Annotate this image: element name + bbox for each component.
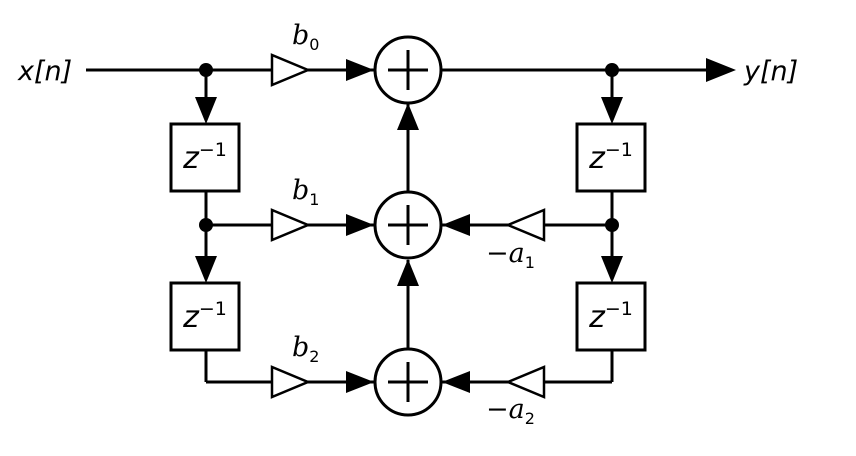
arrowheads <box>195 58 736 393</box>
junctions <box>199 63 619 232</box>
junction-dot <box>199 63 213 77</box>
plus-icon <box>388 205 428 245</box>
arrowhead-right-icon <box>346 59 374 81</box>
delay-box-left-1 <box>169 122 241 193</box>
gain-label-a2: −a2 <box>486 394 535 428</box>
arrowhead-down-icon <box>195 256 217 283</box>
delay-label: z−1 <box>588 298 633 335</box>
delay-box-left-2 <box>169 281 241 352</box>
arrowhead-up-icon <box>397 103 419 130</box>
junction-dot <box>199 218 213 232</box>
gain-label-b1: b1 <box>292 175 319 209</box>
arrowhead-left-icon <box>442 214 470 236</box>
gain-label-a1: −a1 <box>486 238 535 272</box>
plus-icon <box>388 362 428 402</box>
arrowhead-down-icon <box>601 256 623 283</box>
arrowhead-right-icon <box>346 371 374 393</box>
gain-blocks <box>270 53 546 399</box>
delay-label: z−1 <box>588 139 633 176</box>
delay-box-right-2 <box>575 281 647 352</box>
arrowhead-down-icon <box>195 97 217 124</box>
labels: x[n] y[n] b0 b1 b2 −a1 −a2 <box>17 20 798 428</box>
junction-dot <box>605 218 619 232</box>
gain-label-b2: b2 <box>292 332 319 366</box>
adders <box>373 35 443 417</box>
gain-triangle-b0 <box>270 53 312 87</box>
gain-triangle-b2 <box>270 365 312 399</box>
delay-box-right-1 <box>575 122 647 193</box>
arrowhead-left-icon <box>442 371 470 393</box>
gain-label-b0: b0 <box>292 20 319 54</box>
gain-triangle-a2 <box>504 365 546 399</box>
arrowhead-up-icon <box>397 259 419 286</box>
output-label: y[n] <box>743 56 798 87</box>
arrowhead-right-icon <box>706 58 736 82</box>
delay-label: z−1 <box>182 298 227 335</box>
arrowhead-right-icon <box>346 214 374 236</box>
arrowhead-down-icon <box>601 97 623 124</box>
gain-triangle-a1 <box>504 208 546 242</box>
plus-icon <box>388 50 428 90</box>
junction-dot <box>605 63 619 77</box>
input-label: x[n] <box>17 56 72 87</box>
gain-triangle-b1 <box>270 208 312 242</box>
delay-label: z−1 <box>182 139 227 176</box>
delay-blocks: z−1 z−1 z−1 z−1 <box>169 122 647 352</box>
